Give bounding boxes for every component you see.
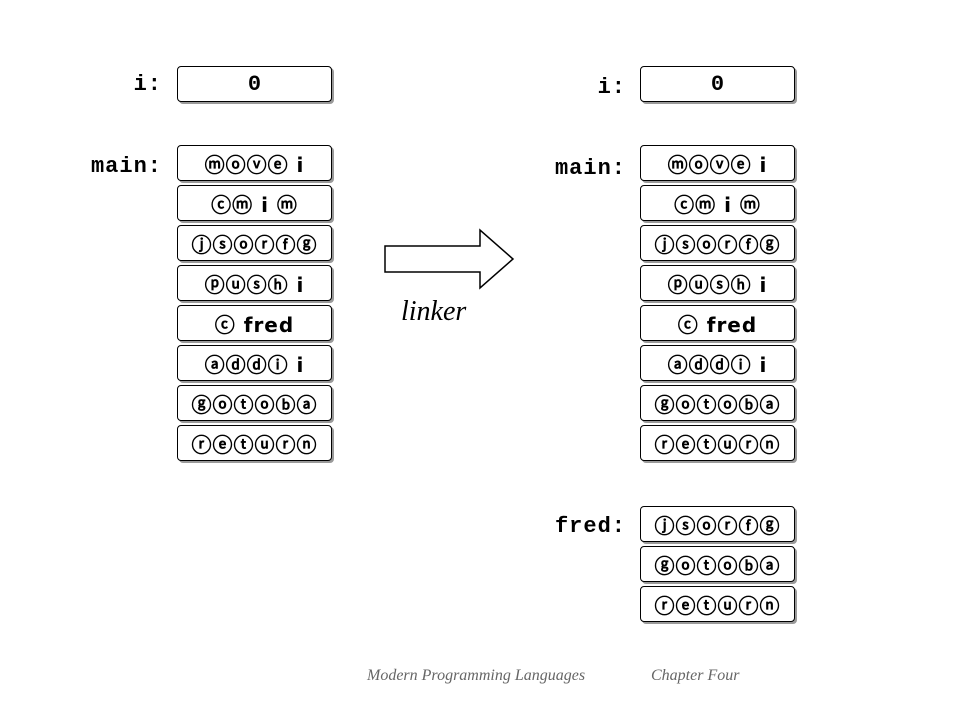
right-main-cell-2: ⓙⓢⓞⓡⓕⓖ — [640, 225, 795, 261]
right-fred-cell-1: ⓖⓞⓣⓞⓑⓐ — [640, 546, 795, 582]
left-main-cell-1: ⓒⓜ i ⓜ — [177, 185, 332, 221]
right-main-cell-5: ⓐⓓⓓⓘ i — [640, 345, 795, 381]
left-main-cell-2: ⓙⓢⓞⓡⓕⓖ — [177, 225, 332, 261]
right-main-cell-6: ⓖⓞⓣⓞⓑⓐ — [640, 385, 795, 421]
left-main-cell-0: ⓜⓞⓥⓔ i — [177, 145, 332, 181]
left-main-label: main: — [90, 154, 162, 179]
right-main-cell-4: ⓒ fred — [640, 305, 795, 341]
right-main-cell-1: ⓒⓜ i ⓜ — [640, 185, 795, 221]
linker-arrow-icon — [384, 228, 515, 290]
left-main-cell-4: ⓒ fred — [177, 305, 332, 341]
right-main-cell-0: ⓜⓞⓥⓔ i — [640, 145, 795, 181]
right-fred-cell-0: ⓙⓢⓞⓡⓕⓖ — [640, 506, 795, 542]
left-i-label: i: — [133, 72, 162, 97]
right-fred-label: fred: — [554, 514, 626, 539]
right-i-label: i: — [597, 75, 626, 100]
right-i-value-cell: 0 — [640, 66, 795, 102]
left-i-value-cell: 0 — [177, 66, 332, 102]
footer-book-title: Modern Programming Languages — [367, 667, 586, 684]
left-main-cell-7: ⓡⓔⓣⓤⓡⓝ — [177, 425, 332, 461]
linker-label: linker — [401, 296, 467, 327]
right-main-cell-3: ⓟⓤⓢⓗ i — [640, 265, 795, 301]
footer-chapter: Chapter Four — [651, 667, 740, 684]
left-main-cell-6: ⓖⓞⓣⓞⓑⓐ — [177, 385, 332, 421]
left-main-cell-5: ⓐⓓⓓⓘ i — [177, 345, 332, 381]
right-fred-cell-2: ⓡⓔⓣⓤⓡⓝ — [640, 586, 795, 622]
left-main-cell-3: ⓟⓤⓢⓗ i — [177, 265, 332, 301]
right-main-cell-7: ⓡⓔⓣⓤⓡⓝ — [640, 425, 795, 461]
right-main-label: main: — [554, 156, 626, 181]
